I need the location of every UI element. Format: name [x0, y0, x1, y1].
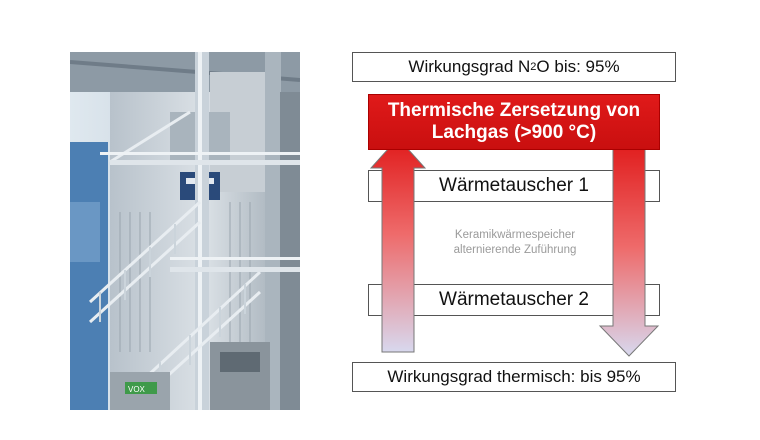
thermal-efficiency-label: Wirkungsgrad thermisch: bis 95% [387, 367, 640, 387]
thermal-efficiency-box: Wirkungsgrad thermisch: bis 95% [352, 362, 676, 392]
thermal-decomposition-line1: Thermische Zersetzung von [369, 100, 659, 122]
downward-arrow [600, 140, 658, 356]
thermal-decomposition-line2: Lachgas (>900 °C) [369, 122, 659, 144]
upward-arrow [371, 138, 425, 352]
thermal-decomposition-box: Thermische Zersetzung von Lachgas (>900 … [368, 94, 660, 150]
